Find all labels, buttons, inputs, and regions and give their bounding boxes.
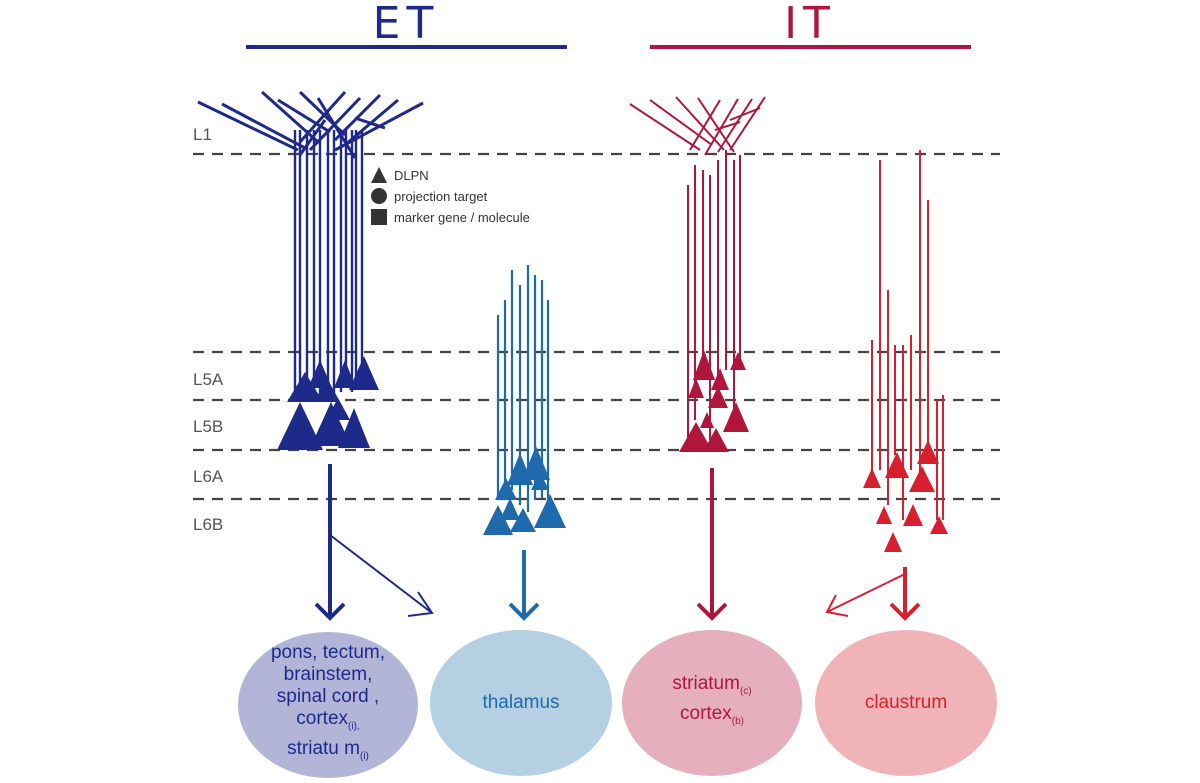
neuron-soma-triangle	[311, 402, 351, 446]
apical-tuft	[714, 121, 741, 131]
neuron-soma-triangle	[930, 516, 948, 534]
apical-tuft	[316, 97, 357, 159]
target-claustrum: claustrum	[815, 630, 997, 776]
neuron-soma-triangle	[531, 472, 549, 490]
apical-tuft	[298, 90, 347, 144]
legend-label: marker gene / molecule	[394, 209, 530, 225]
apical-tuft	[729, 107, 761, 121]
neuron-soma-triangle	[903, 504, 923, 526]
target-text-line: cortex(i),	[296, 708, 360, 732]
legend-label: DLPN	[394, 167, 429, 183]
neuron-soma-triangle	[679, 422, 713, 452]
neuron-soma-triangle	[700, 412, 714, 428]
legend-label: projection target	[394, 188, 488, 204]
legend-item-dlpn: DLPN	[370, 165, 429, 185]
neuron-soma-triangle	[287, 372, 323, 402]
target-text-line: spinal cord ,	[276, 686, 380, 708]
target-thalamus: thalamus	[430, 630, 612, 776]
layer-label-l6a: L6A	[193, 467, 224, 486]
apical-tuft	[649, 99, 713, 146]
target-text-line: cortex(b)	[680, 703, 744, 727]
projection-arrow-head	[889, 602, 921, 621]
neuron-soma-triangle	[510, 508, 536, 532]
neuron-soma-triangle	[703, 428, 729, 452]
neuron-soma-triangle	[349, 356, 379, 390]
apical-tuft	[675, 96, 725, 151]
apical-tuft	[629, 103, 701, 151]
layer-label-l5a: L5A	[193, 370, 224, 389]
projection-arrow-head	[508, 602, 540, 621]
it-header: IT	[784, 0, 836, 49]
target-text-line: brainstem,	[283, 664, 373, 686]
collateral-arrow-shaft	[329, 534, 433, 614]
apical-tuft	[221, 102, 306, 150]
apical-tuft	[354, 116, 386, 130]
neuron-soma-triangle	[326, 398, 350, 420]
neuron-soma-triangle	[277, 402, 323, 450]
apical-tuft	[729, 96, 766, 151]
neuron-soma-triangle	[500, 498, 520, 520]
apical-tuft	[697, 97, 735, 153]
it-header-underline	[650, 45, 971, 49]
apical-tuft	[689, 99, 721, 151]
target-text-line: pons, tectum,	[270, 642, 386, 664]
neuron-soma-triangle	[876, 506, 892, 524]
target-text-line: striatu m(i)	[287, 738, 369, 762]
target-text-line: thalamus	[482, 692, 560, 713]
neuron-soma-triangle	[693, 350, 715, 380]
layer-label-l1: L1	[193, 125, 212, 144]
neuron-soma-triangle	[483, 505, 513, 535]
target-striatum-cortex: striatum(c) cortex(b)	[622, 630, 802, 776]
square-icon	[371, 209, 387, 225]
neuron-soma-triangle	[723, 402, 749, 432]
neuron-soma-triangle	[885, 452, 909, 478]
apical-tuft	[717, 98, 753, 153]
legend-item-marker-gene: marker gene / molecule	[370, 207, 530, 227]
neuron-soma-triangle	[522, 446, 550, 480]
projection-arrow-head	[696, 602, 728, 621]
layer-label-l6b: L6B	[193, 515, 224, 534]
neuron-soma-triangle	[711, 368, 729, 390]
neuron-soma-triangle	[730, 352, 746, 370]
apical-tuft	[197, 100, 299, 152]
neuron-soma-triangle	[495, 478, 517, 500]
neuron-soma-triangle	[708, 386, 728, 408]
target-pons-tectum-brainstem: pons, tectum, brainstem, spinal cord , c…	[238, 632, 418, 778]
neuron-soma-triangle	[314, 378, 340, 402]
neuron-soma-triangle	[863, 468, 881, 488]
legend-item-projection-target: projection target	[370, 186, 487, 206]
projection-arrow-head	[314, 602, 346, 621]
neuron-soma-triangle	[688, 378, 704, 398]
collateral-arrow-head	[825, 594, 849, 617]
apical-tuft	[298, 119, 327, 156]
et-header-underline	[246, 45, 567, 49]
triangle-icon	[371, 167, 387, 183]
target-text-line: claustrum	[864, 692, 948, 713]
target-text-line: striatum(c)	[672, 673, 752, 697]
collateral-arrow-head	[407, 591, 434, 617]
neuron-soma-triangle	[909, 466, 935, 492]
neuron-soma-triangle	[884, 532, 902, 552]
apical-tuft	[308, 96, 362, 152]
neuron-soma-triangle	[338, 408, 370, 448]
collateral-arrow-shaft	[826, 573, 906, 613]
circle-icon	[371, 188, 387, 204]
layer-label-l5b: L5B	[193, 417, 224, 436]
neuron-soma-triangle	[917, 440, 939, 464]
et-header: ET	[372, 0, 440, 49]
neuron-soma-triangle	[334, 360, 356, 388]
neuron-soma-triangle	[534, 494, 566, 528]
